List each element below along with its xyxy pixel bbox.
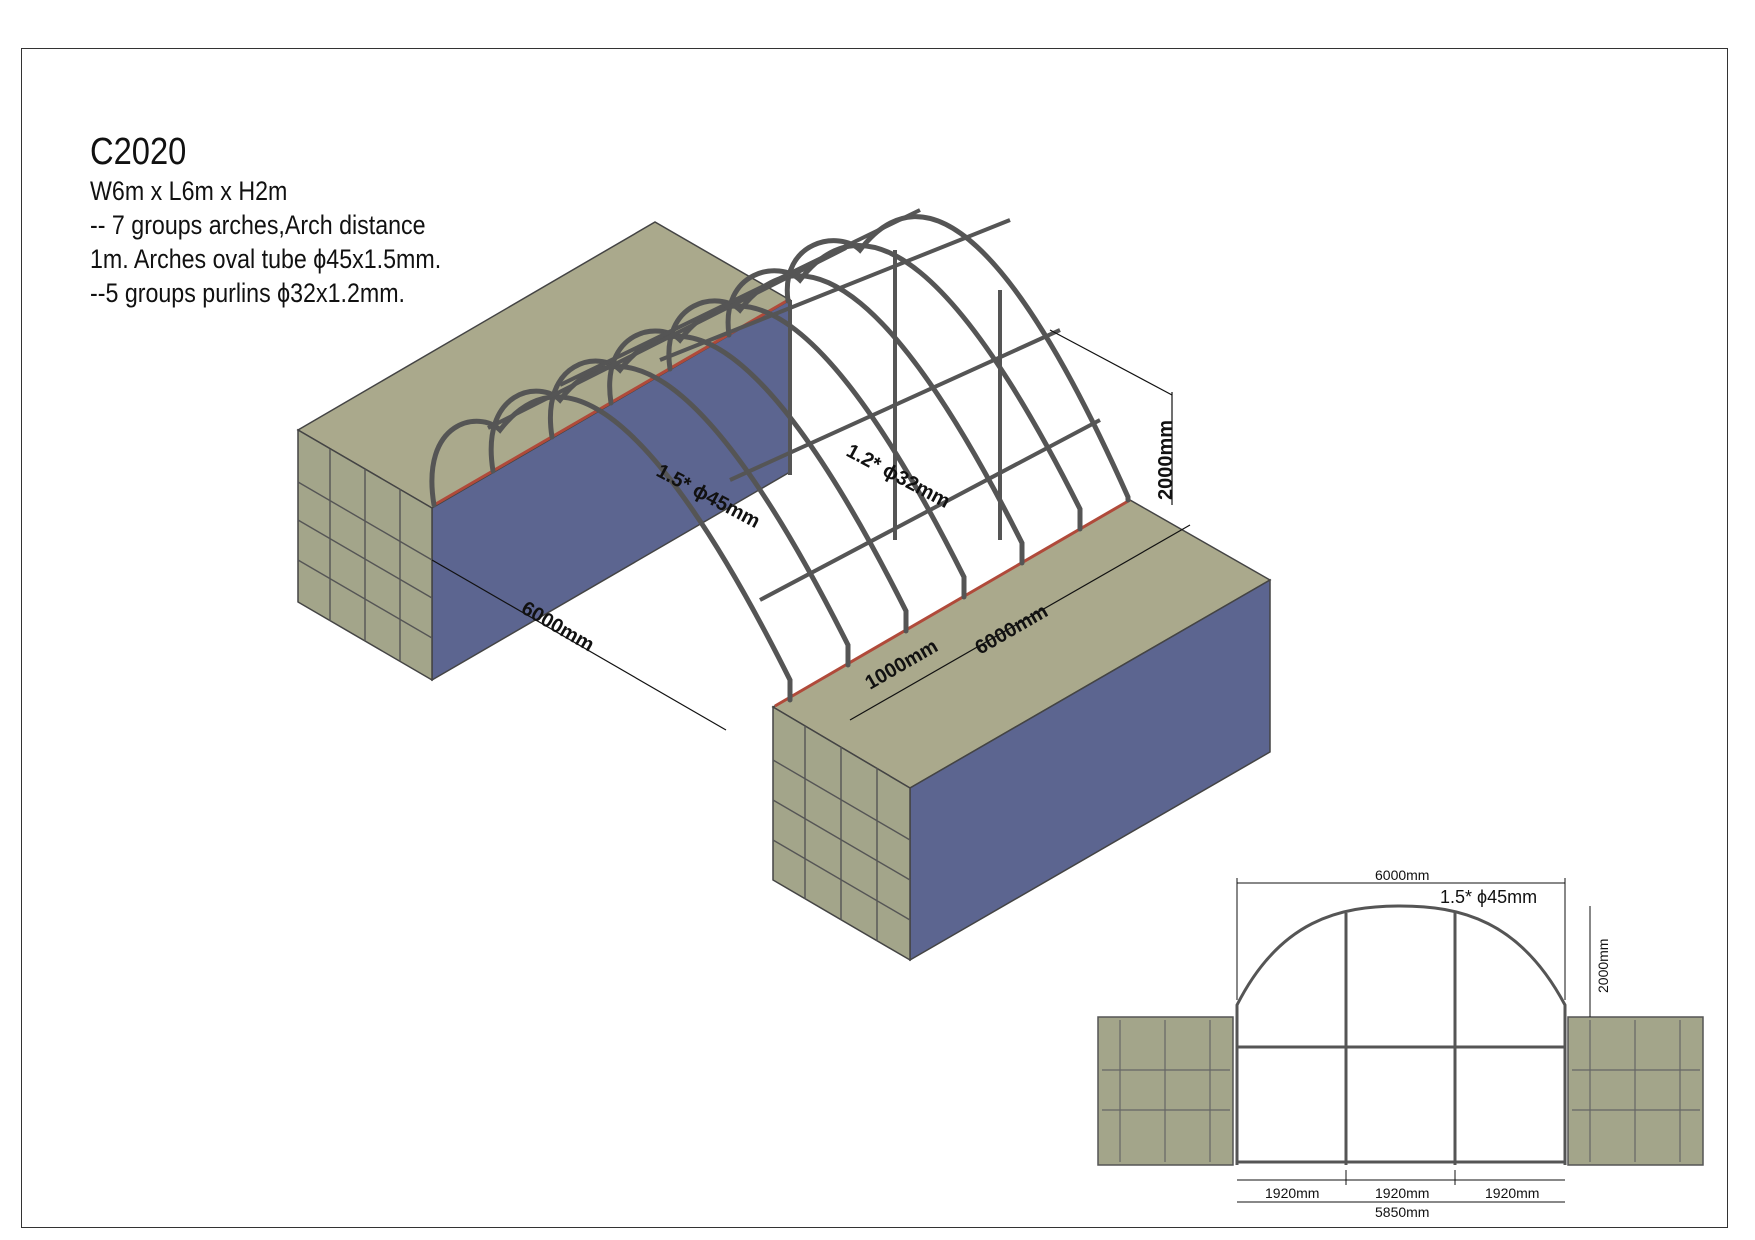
container-back-door-grid	[297, 449, 433, 661]
front-container-left-grid	[1102, 1020, 1230, 1162]
container-back	[296, 221, 792, 682]
front-base-width: 5850mm	[1375, 1204, 1429, 1220]
model-name: C2020	[90, 131, 187, 173]
front-overall-width: 6000mm	[1375, 867, 1429, 883]
front-bay-2: 1920mm	[1375, 1185, 1429, 1201]
front-container-right-grid	[1572, 1020, 1700, 1162]
iso-height-label: 2000mm	[1155, 420, 1177, 500]
container-front	[771, 498, 1272, 962]
spec-line-3: --5 groups purlins ϕ32x1.2mm.	[90, 278, 406, 308]
iso-dimension-lines	[431, 329, 1191, 731]
front-view: 6000mm 1.5* ϕ45mm 2000mm 1920mm 1920mm 1…	[1097, 867, 1704, 1220]
front-height: 2000mm	[1595, 939, 1611, 993]
front-arch	[1235, 904, 1567, 1165]
drawing-border	[21, 48, 1728, 1228]
front-container-right	[1567, 1016, 1704, 1166]
front-container-left	[1097, 1016, 1234, 1166]
iso-purlin-tube-label: 1.2* ϕ32mm	[843, 440, 954, 513]
spec-block: C2020 W6m x L6m x H2m -- 7 groups arches…	[90, 130, 441, 310]
isometric-view: 1.5* ϕ45mm 1.2* ϕ32mm 2000mm 6000mm 1000…	[296, 208, 1272, 962]
front-bay-1: 1920mm	[1265, 1185, 1319, 1201]
arch-frame	[429, 214, 1131, 703]
front-arch-tube: 1.5* ϕ45mm	[1440, 887, 1537, 907]
purlins	[487, 208, 1101, 602]
spec-line-2: 1m. Arches oval tube ϕ45x1.5mm.	[90, 244, 442, 274]
spec-dimensions: W6m x L6m x H2m	[90, 176, 288, 206]
container-front-door-grid	[772, 726, 911, 941]
front-dimension-lines	[1236, 878, 1591, 1203]
front-bay-3: 1920mm	[1485, 1185, 1539, 1201]
spec-line-1: -- 7 groups arches,Arch distance	[90, 210, 426, 240]
